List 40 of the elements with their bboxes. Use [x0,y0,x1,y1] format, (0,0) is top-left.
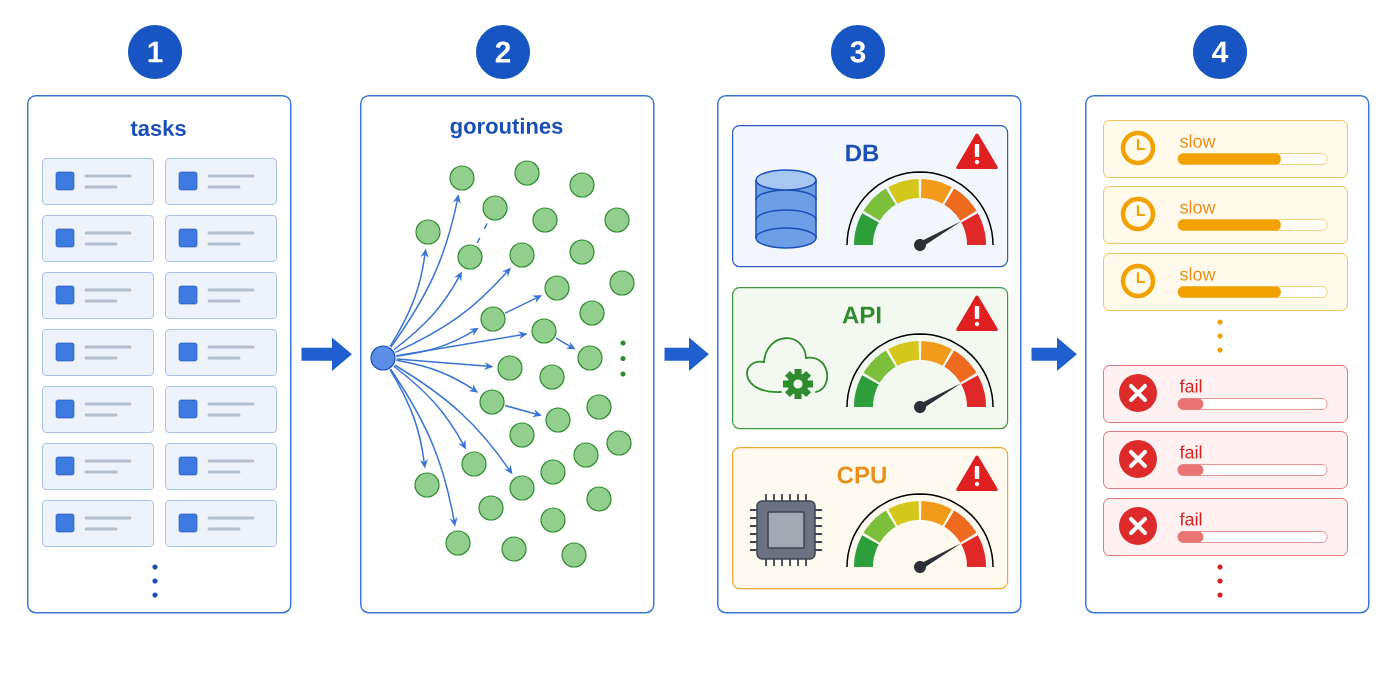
goroutine-circle [482,195,508,221]
goroutine-circle [480,306,506,332]
goroutine-circle [479,389,505,415]
goroutine-circle [604,207,630,233]
goroutine-circle [586,486,612,512]
goroutine-circle [609,270,635,296]
goroutine-circle [569,172,595,198]
goroutine-circle [514,160,540,186]
goroutine-circle [478,495,504,521]
goroutine-circle [545,407,571,433]
goroutine-circle [501,536,527,562]
goroutine-circle [579,300,605,326]
goroutine-circle [561,542,587,568]
goroutine-circle [544,275,570,301]
goroutine-circle [509,242,535,268]
goroutine-circle [497,355,523,381]
goroutine-circle [461,451,487,477]
step-badge: 1 [128,25,182,79]
goroutine-circle [415,219,441,245]
goroutine-circle [445,530,471,556]
step-badge: 3 [831,25,885,79]
goroutine-circle [532,207,558,233]
goroutine-circle [569,239,595,265]
goroutine-circle [449,165,475,191]
goroutine-circle [573,442,599,468]
goroutine-circle [606,430,632,456]
hub-circle [370,345,396,371]
goroutine-circle [577,345,603,371]
step-badge: 4 [1193,25,1247,79]
goroutine-circle [531,318,557,344]
arrow [395,327,479,357]
goroutine-circle [539,364,565,390]
goroutine-circle [509,422,535,448]
goroutine-circle [509,475,535,501]
goroutine-circle [414,472,440,498]
step-badge: 2 [476,25,530,79]
goroutine-circle [457,244,483,270]
goroutine-circle [586,394,612,420]
goroutine-circle [540,459,566,485]
goroutine-circle [540,507,566,533]
